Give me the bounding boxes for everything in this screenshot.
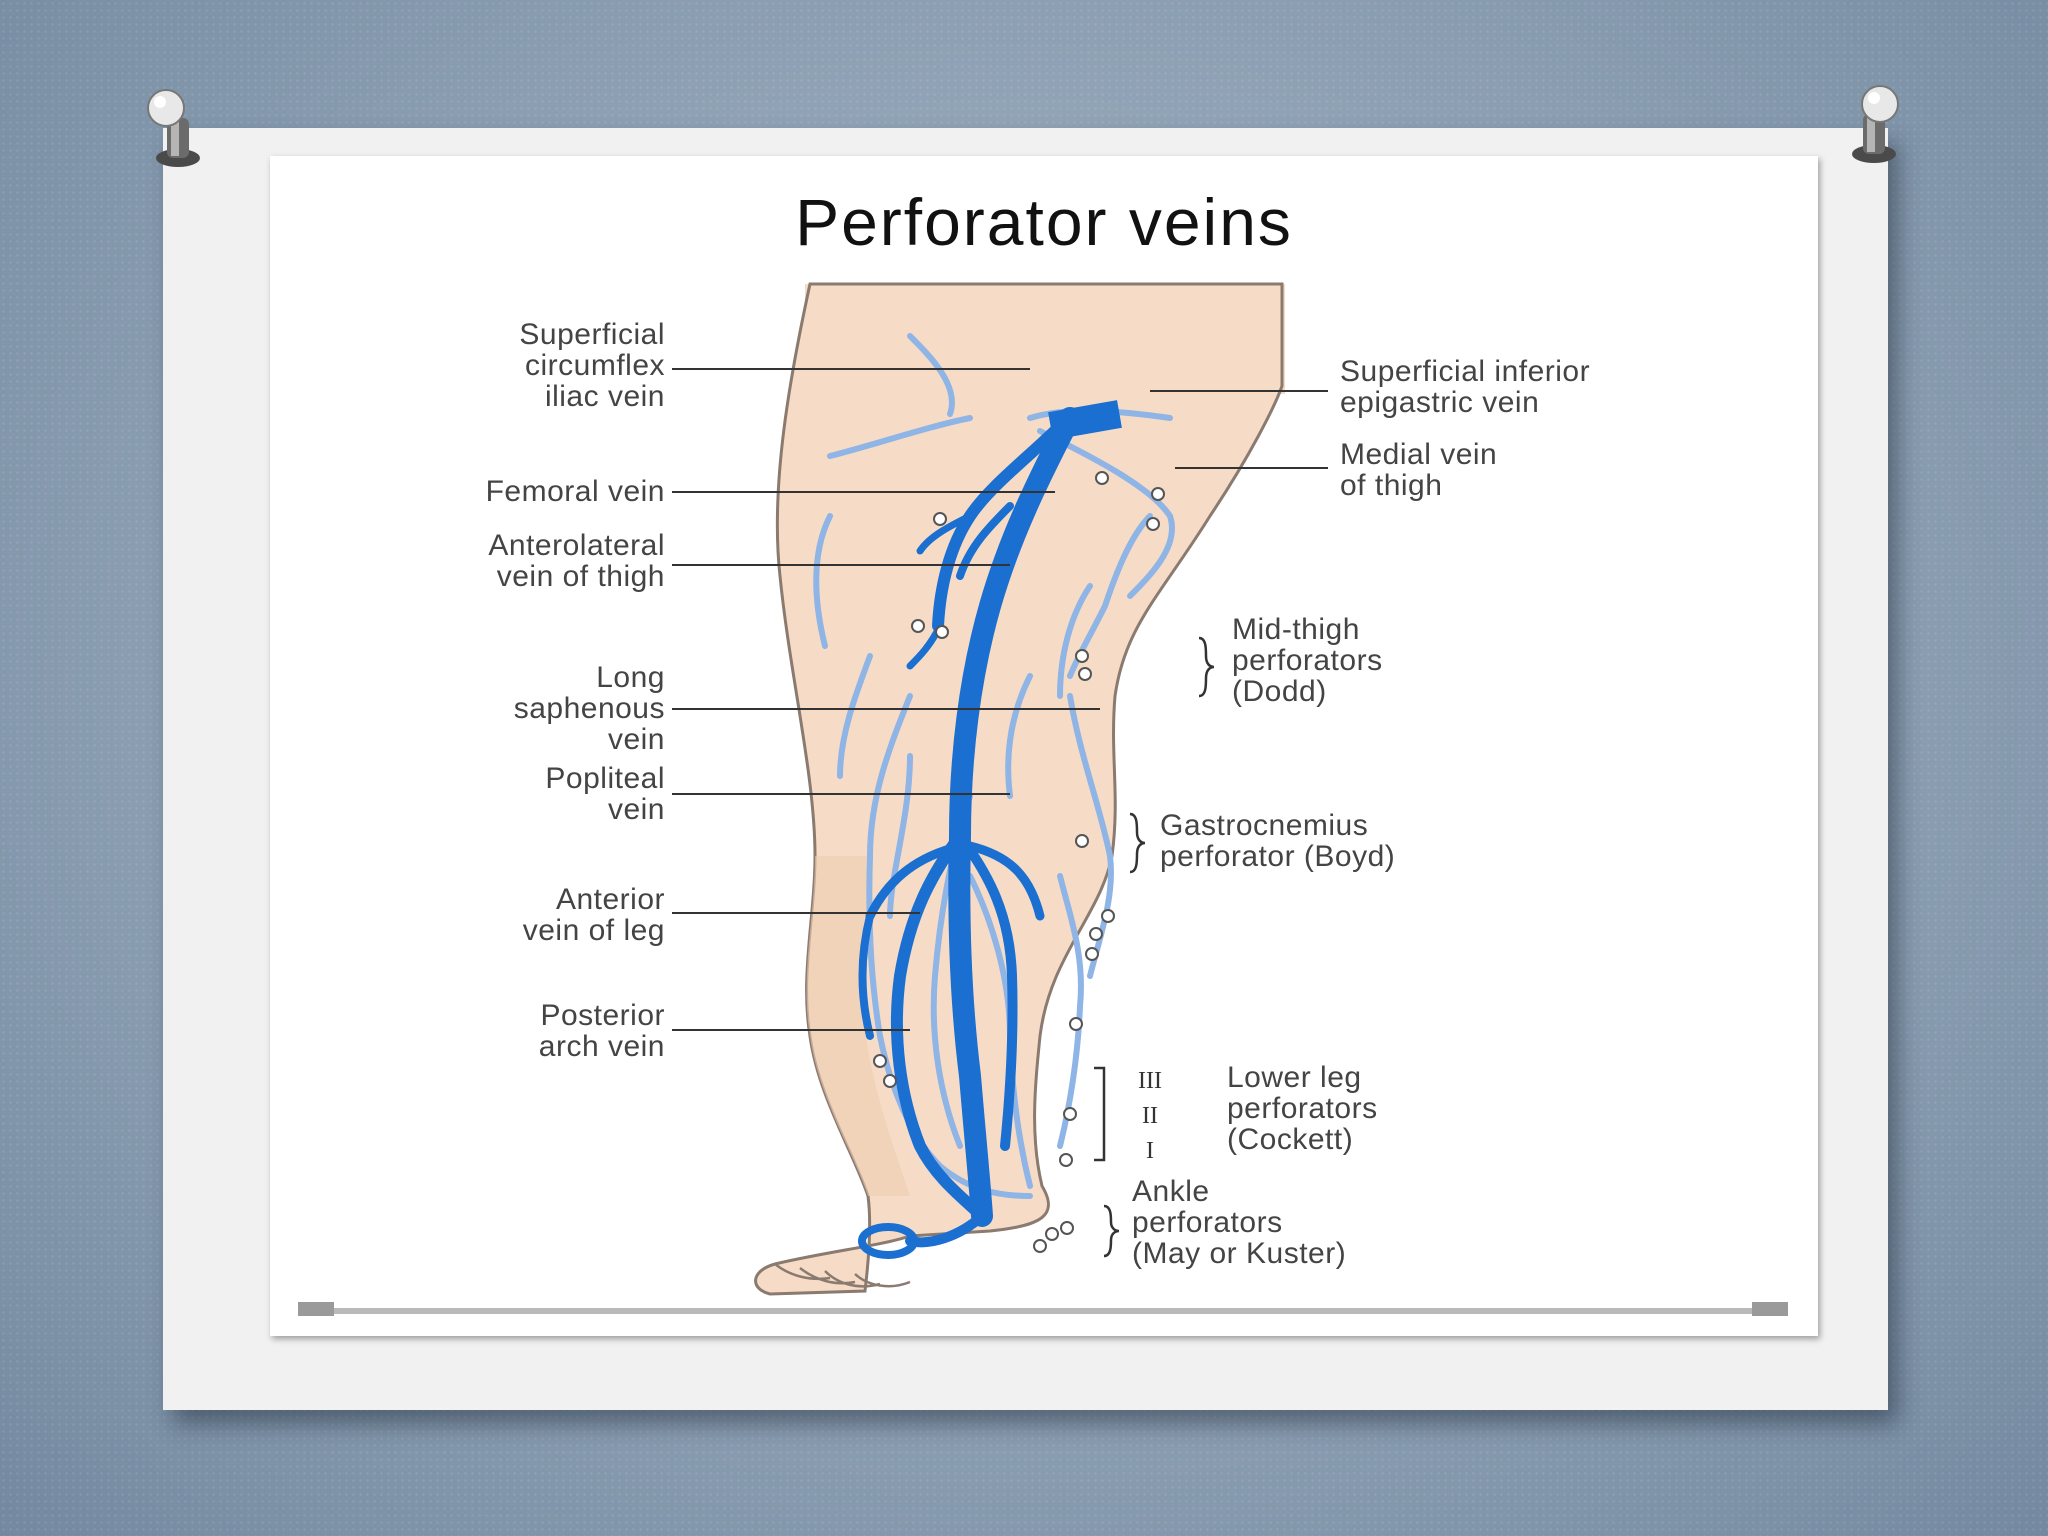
brace-boyd: [1129, 812, 1146, 874]
perforator-valves: [873, 471, 1165, 1253]
diagram-title: Perforator veins: [795, 185, 1293, 259]
brace-ankle: [1103, 1204, 1120, 1258]
label-gastrocnemius-perforator: Gastrocnemius perforator (Boyd): [1160, 809, 1396, 873]
push-pin-icon: [1852, 85, 1899, 163]
label-ankle-perforators: Ankle perforators (May or Kuster): [1132, 1175, 1347, 1270]
bracket-marks: [1094, 636, 1215, 1258]
deep-vein-network: [858, 407, 1081, 1248]
leg-shading: [806, 856, 910, 1196]
leader-lines-left: [672, 368, 1100, 1031]
foot-venous-arch: [858, 1223, 918, 1259]
label-superficial-inferior-epigastric-vein: Superficial inferior epigastric vein: [1340, 355, 1591, 419]
cockett-numeral-i: I: [1146, 1138, 1154, 1164]
label-superficial-circumflex-iliac-vein: Superficial circumflex iliac vein: [519, 318, 665, 413]
label-anterolateral-vein-of-thigh: Anterolateral vein of thigh: [488, 529, 665, 593]
label-medial-vein-of-thigh: Medial vein of thigh: [1340, 438, 1498, 502]
leg-silhouette: [754, 282, 1284, 1296]
label-anterior-vein-of-leg: Anterior vein of leg: [522, 883, 665, 947]
push-pin-icon: [147, 89, 200, 167]
label-popliteal-vein: Popliteal vein: [545, 762, 665, 826]
cockett-numeral-iii: III: [1138, 1068, 1162, 1094]
diagram-figure: Perforator veins: [270, 156, 1818, 1336]
leg-vein-illustration: [672, 282, 1328, 1296]
label-long-saphenous-vein: Long saphenous vein: [513, 661, 665, 756]
cockett-numeral-ii: II: [1142, 1103, 1158, 1129]
brace-dodd: [1198, 636, 1215, 698]
label-femoral-vein: Femoral vein: [485, 475, 665, 508]
femoral-junction: [1048, 400, 1122, 440]
label-posterior-arch-vein: Posterior arch vein: [538, 999, 665, 1063]
toes: [774, 1263, 911, 1288]
figure-bottom-bar: [298, 1302, 1788, 1316]
leader-lines-right: [1150, 390, 1328, 469]
label-lower-leg-perforators: Lower leg perforators (Cockett): [1227, 1061, 1378, 1156]
bracket-cockett: [1094, 1066, 1106, 1162]
label-mid-thigh-perforators: Mid-thigh perforators (Dodd): [1232, 613, 1383, 708]
